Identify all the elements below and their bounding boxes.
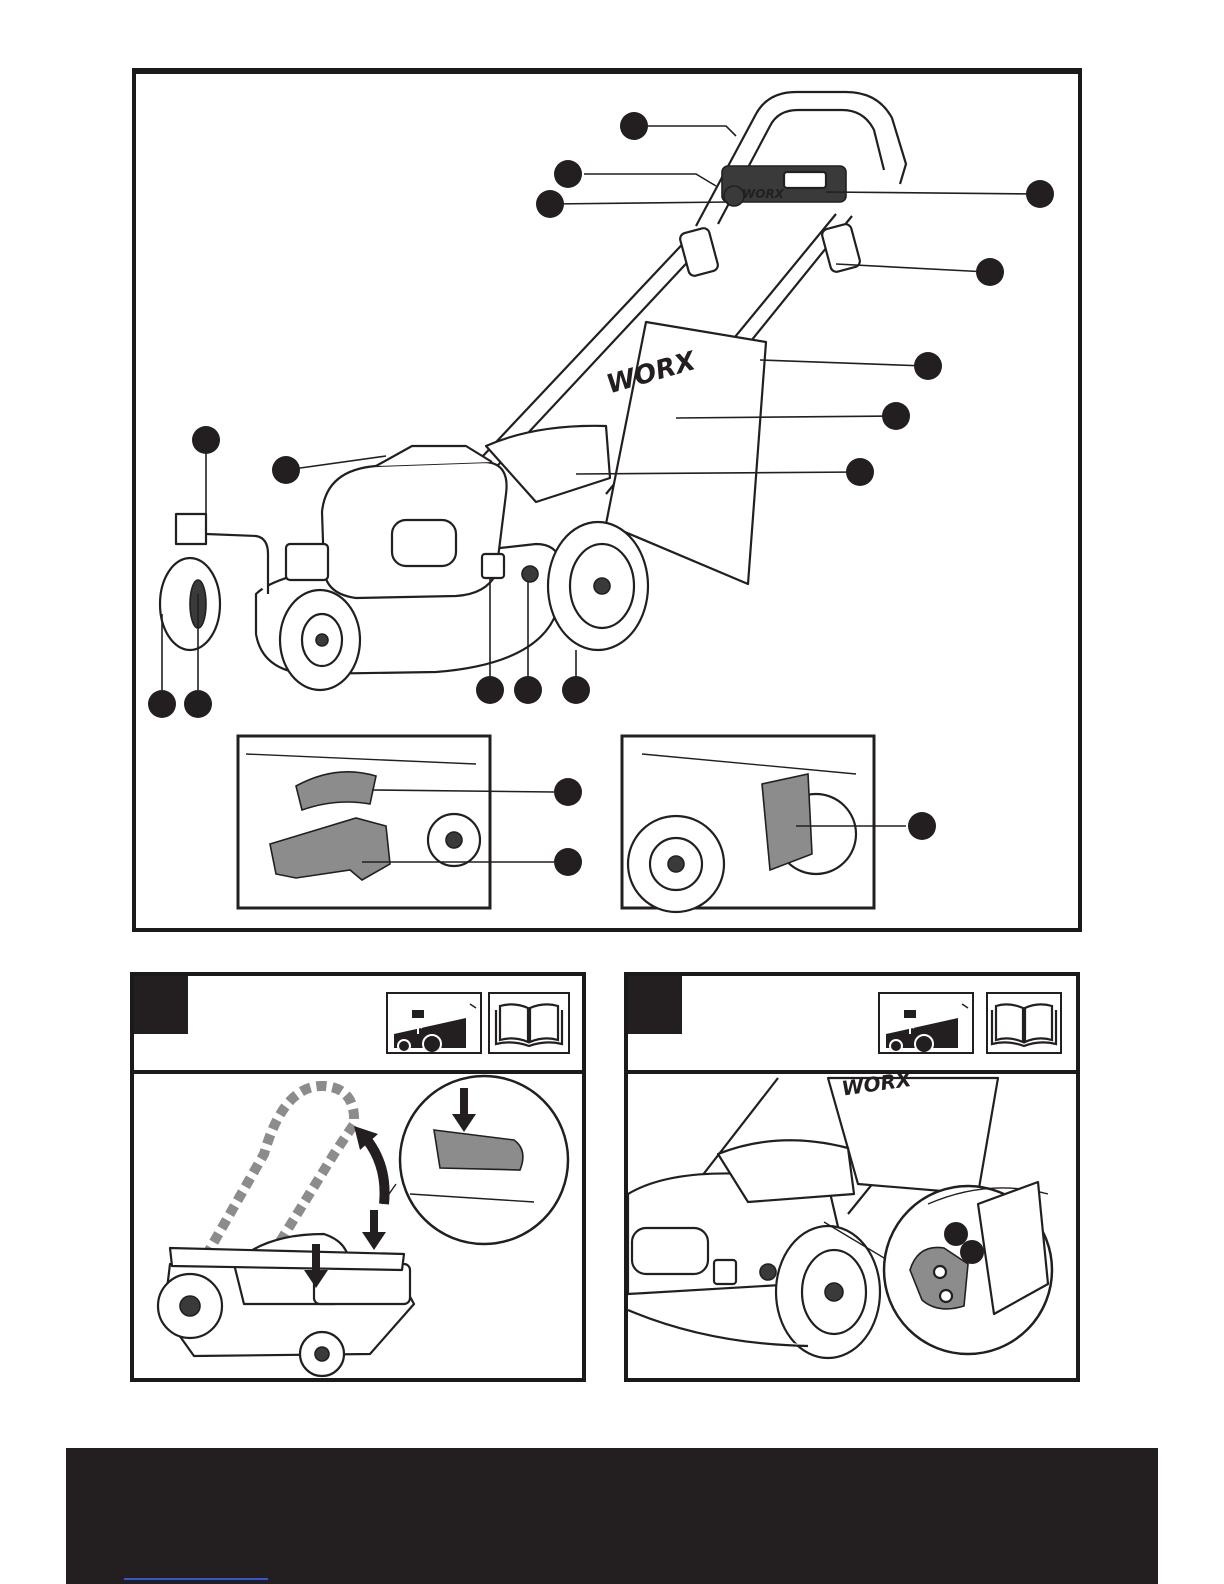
- step-b-mower-battery-icon: [878, 992, 974, 1054]
- step-b-manual-book-icon: [986, 992, 1062, 1054]
- callout-5: [976, 258, 1004, 286]
- callout-15: [562, 676, 590, 704]
- step-a-handle-fold-illustration: [134, 1074, 582, 1378]
- battery-pack: [286, 544, 328, 580]
- callout-12: [184, 690, 212, 718]
- footer-link-underline[interactable]: [124, 1578, 268, 1580]
- step-a-frame: [130, 972, 586, 1382]
- step-b-height-adjust-illustration: WORX: [628, 1074, 1076, 1378]
- callout-3: [536, 190, 564, 218]
- callout-16: [554, 778, 582, 806]
- step-b-callout-1: [944, 1222, 968, 1246]
- callout-4: [1026, 180, 1054, 208]
- callout-1: [620, 112, 648, 140]
- callout-18: [908, 812, 936, 840]
- step-b-frame: WORX: [624, 972, 1080, 1382]
- step-a-mower-battery-icon: [386, 992, 482, 1054]
- start-button: [724, 186, 744, 206]
- mulching-plug-detail-inset: [622, 736, 906, 912]
- callout-14: [514, 676, 542, 704]
- callout-2: [554, 160, 582, 188]
- callout-10: [192, 426, 220, 454]
- step-b-number-box: [628, 976, 682, 1034]
- footer-bar: [66, 1448, 1158, 1584]
- step-a-number-box: [134, 976, 188, 1034]
- handle-logo: WORX: [742, 187, 785, 201]
- callout-9: [272, 456, 300, 484]
- callout-17: [554, 848, 582, 876]
- callout-8: [846, 458, 874, 486]
- callout-11: [148, 690, 176, 718]
- grass-bag-detail-inset: [238, 736, 554, 908]
- overview-figure-frame: WORX WORX: [132, 68, 1082, 932]
- step-b-callout-2: [960, 1240, 984, 1264]
- callout-7: [882, 402, 910, 430]
- mower-overview-illustration: WORX WORX: [136, 74, 1078, 928]
- callout-13: [476, 676, 504, 704]
- step-a-manual-book-icon: [488, 992, 570, 1054]
- callout-6: [914, 352, 942, 380]
